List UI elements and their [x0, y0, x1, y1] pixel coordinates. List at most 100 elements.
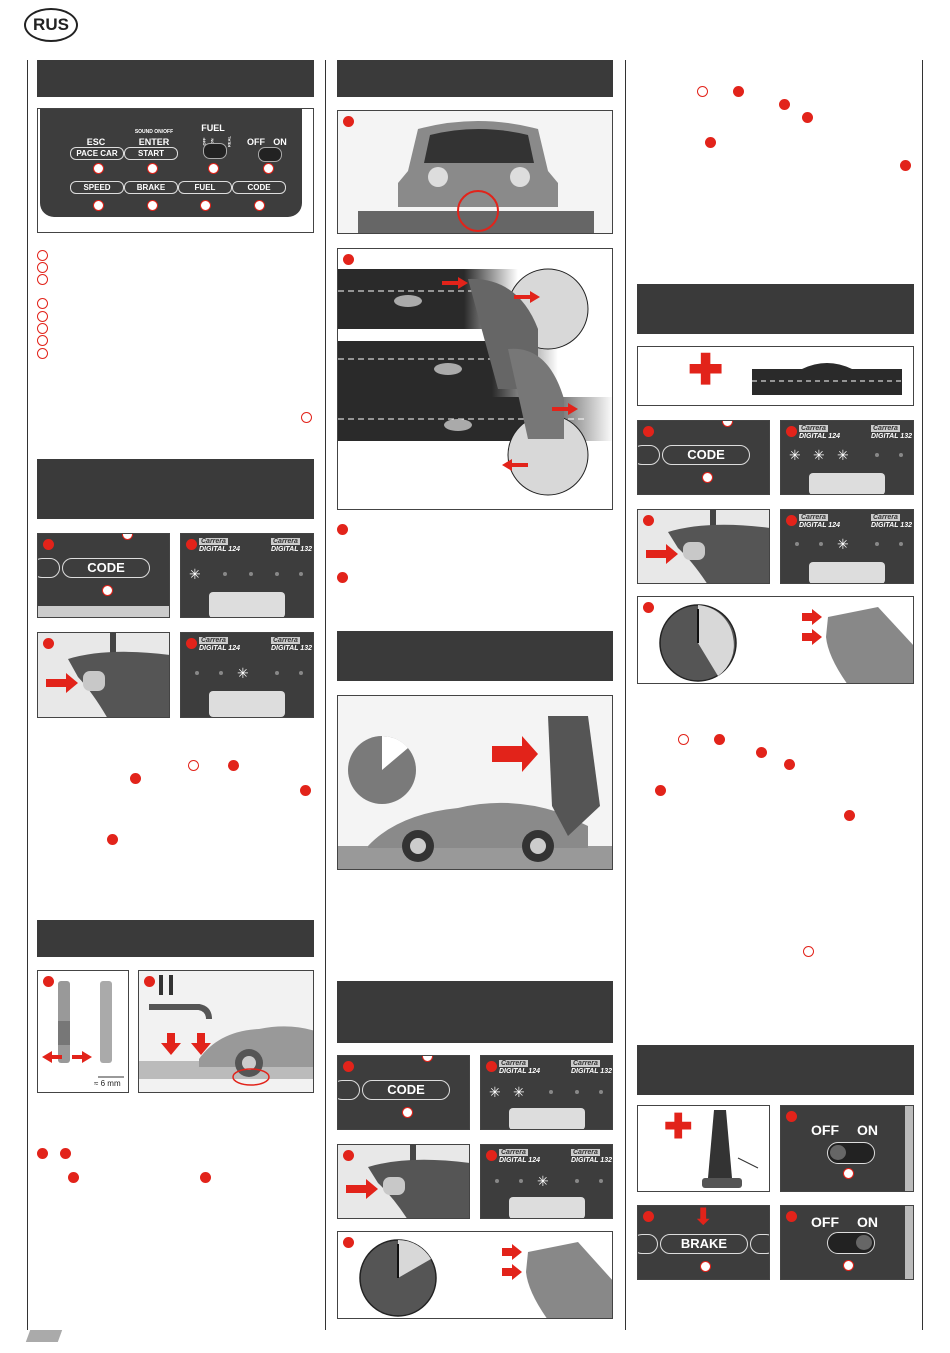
brand-left: DIGITAL 124 — [199, 546, 240, 553]
car-braid-illustration — [139, 975, 313, 1086]
timer-illustration — [359, 1239, 612, 1318]
step-marker — [343, 116, 354, 127]
section-header-2 — [37, 459, 314, 519]
callout-5 — [93, 200, 104, 211]
fuel-button[interactable]: FUEL — [178, 181, 232, 194]
start-button[interactable]: START — [124, 147, 178, 160]
code-button[interactable]: CODE — [232, 181, 286, 194]
brand-logo: Carrera — [199, 538, 228, 545]
code-button[interactable]: CODE — [362, 1080, 450, 1100]
code-button[interactable]: CODE — [662, 445, 750, 465]
blink-led-icon: ✳ — [537, 1173, 549, 1189]
esc-label: ESC — [86, 137, 106, 147]
led-4 — [275, 572, 279, 576]
left-button-stub — [638, 1234, 658, 1254]
car-braid-figure — [138, 970, 314, 1093]
step-marker — [486, 1150, 497, 1161]
inline-marker — [300, 785, 311, 796]
bottom-marker — [843, 1260, 854, 1271]
sound-label: SOUND ON/OFF — [134, 129, 174, 135]
timer-illustration — [659, 604, 913, 683]
off-top-label: OFF — [247, 137, 265, 147]
inline-marker — [68, 1172, 79, 1183]
blink-led-icon: ✳ — [189, 566, 201, 582]
legend-marker-4 — [37, 298, 48, 309]
switch-figure-2: OFF ON — [780, 1205, 914, 1280]
step-marker — [343, 254, 354, 265]
mini-panel — [209, 691, 285, 717]
step-marker — [343, 1061, 354, 1072]
off-label: OFF — [811, 1122, 839, 1138]
led-5 — [599, 1090, 603, 1094]
step-marker — [643, 602, 654, 613]
legend-marker-8 — [37, 348, 48, 359]
handset-plus-figure: ✚ — [637, 1105, 770, 1192]
brand-logo: Carrera — [799, 514, 828, 521]
step-marker — [186, 638, 197, 649]
led-2 — [223, 572, 227, 576]
enter-label: ENTER — [138, 137, 170, 147]
controller-figure-3 — [637, 509, 770, 584]
controller-illustration — [46, 633, 169, 717]
timer-figure-2 — [637, 596, 914, 684]
speed-button[interactable]: SPEED — [70, 181, 124, 194]
legend-marker-6 — [37, 323, 48, 334]
top-marker — [122, 534, 133, 540]
mini-panel — [509, 1108, 585, 1129]
off-label: OFF — [811, 1214, 839, 1230]
power-switch[interactable] — [827, 1232, 875, 1254]
fuel-switch[interactable] — [203, 143, 227, 159]
track-illustration — [752, 363, 902, 395]
inline-marker — [337, 572, 348, 583]
on-label: ON — [857, 1214, 878, 1230]
led-2 — [819, 542, 823, 546]
handset-illustration — [702, 1110, 759, 1188]
brand-logo: Carrera — [499, 1149, 528, 1156]
blink-led-icon: ✳ — [837, 536, 849, 552]
step-marker — [643, 515, 654, 526]
car-front-illustration — [358, 121, 594, 233]
brand-logo: Carrera — [871, 514, 900, 521]
power-switch[interactable] — [827, 1142, 875, 1164]
brake-button[interactable]: BRAKE — [124, 181, 178, 194]
guide-size-label: ≈ 6 mm — [94, 1079, 121, 1088]
car-front-figure — [337, 110, 613, 234]
track-plus-figure: ✚ — [637, 346, 914, 406]
plus-icon: ✚ — [688, 346, 724, 393]
on-label: ON — [857, 1122, 878, 1138]
led-4 — [875, 453, 879, 457]
blink-led-icon: ✳ — [837, 447, 849, 463]
brake-button[interactable]: BRAKE — [660, 1234, 748, 1254]
step-marker — [43, 976, 54, 987]
inline-marker — [900, 160, 911, 171]
inline-marker — [60, 1148, 71, 1159]
inline-marker — [714, 734, 725, 745]
step-marker — [643, 1211, 654, 1222]
inline-marker — [733, 86, 744, 97]
inline-marker — [37, 1148, 48, 1159]
brand-right: DIGITAL 132 — [571, 1157, 612, 1164]
brand-left: DIGITAL 124 — [499, 1068, 540, 1075]
led-2 — [519, 1179, 523, 1183]
controller-illustration — [646, 510, 769, 583]
power-switch[interactable] — [258, 147, 282, 162]
led-2 — [219, 671, 223, 675]
column-divider-2 — [325, 60, 326, 1330]
pace-car-button[interactable]: PACE CAR — [70, 147, 124, 160]
step-marker — [343, 1150, 354, 1161]
led-1 — [795, 542, 799, 546]
panel-edge — [905, 1106, 913, 1191]
callout-6 — [147, 200, 158, 211]
switch-real-label: REAL — [226, 136, 232, 147]
brand-logo: Carrera — [271, 538, 300, 545]
fuel-top-label: FUEL — [201, 123, 225, 133]
controller-figure-1 — [37, 632, 170, 718]
step-marker — [786, 426, 797, 437]
step-marker — [643, 426, 654, 437]
callout-4 — [263, 163, 274, 174]
inline-marker — [188, 760, 199, 771]
code-button[interactable]: CODE — [62, 558, 150, 578]
